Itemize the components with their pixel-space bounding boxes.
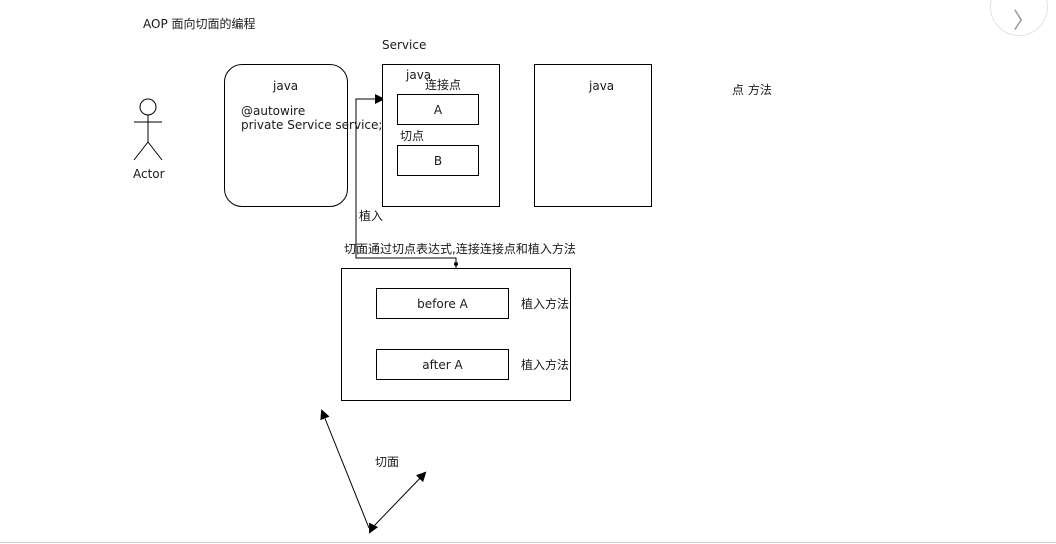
pointcut-label: 切点 <box>400 129 425 143</box>
actor-figure <box>133 98 163 161</box>
service-java-title: java <box>406 68 432 82</box>
pointcut-box-b: B <box>397 145 479 176</box>
joinpoint-box-a: A <box>397 94 479 125</box>
client-service-line: private Service service; <box>241 118 383 132</box>
third-java-box <box>534 64 652 207</box>
aspect-description: 切面通过切点表达式,连接连接点和植入方法 <box>344 242 576 256</box>
aspect-arrow-2 <box>371 471 427 529</box>
weave-method-label-1: 植入方法 <box>521 297 570 311</box>
after-a-box: after A <box>376 349 509 380</box>
client-java-title: java <box>273 79 299 93</box>
weave-label: 植入 <box>359 209 384 223</box>
joinpoint-label: 连接点 <box>425 78 462 92</box>
aspect-label: 切面 <box>375 455 400 469</box>
page-title: AOP 面向切面的编程 <box>143 17 256 31</box>
service-label: Service <box>382 38 427 52</box>
client-autowire-line: @autowire <box>241 104 306 118</box>
third-java-title: java <box>589 79 615 93</box>
actor-label: Actor <box>133 167 165 181</box>
service-java-box <box>382 64 500 207</box>
aspect-arrow-3 <box>369 522 379 534</box>
bottom-divider <box>0 542 1056 543</box>
aspect-arrow-1 <box>320 409 370 529</box>
weave-connector <box>355 94 457 268</box>
point-method-label: 点 方法 <box>732 83 772 97</box>
before-a-box: before A <box>376 288 509 319</box>
client-java-box <box>224 64 348 207</box>
weave-method-label-2: 植入方法 <box>521 358 570 372</box>
chevron-right-icon: 〉 <box>1013 9 1036 34</box>
connector-dot <box>454 262 458 266</box>
